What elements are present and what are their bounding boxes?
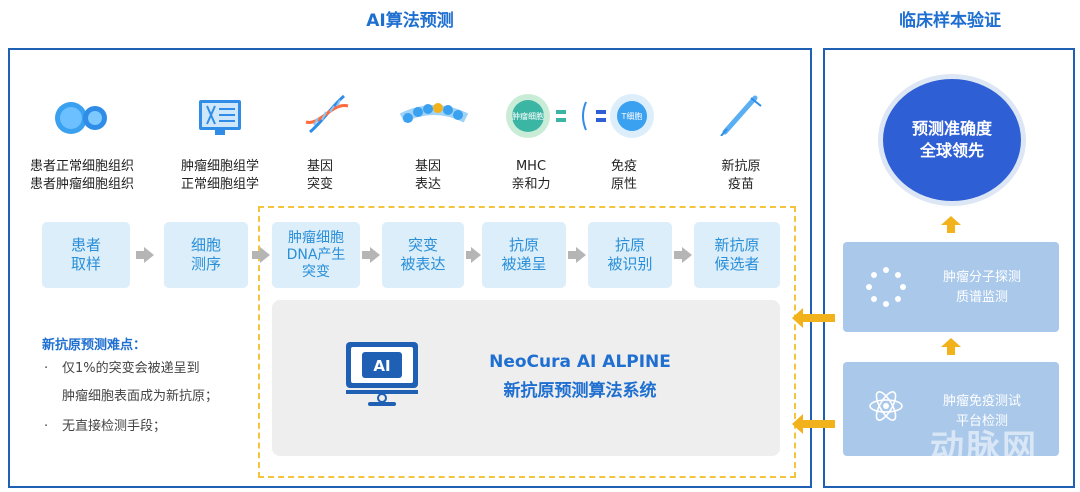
mass-spec-label: 肿瘤分子探测质谱监测 [942,270,1021,305]
flow-arrow-head [144,247,154,263]
flow-arrow-head [370,247,380,263]
watermark: 动脉网 [930,428,1038,468]
step-mutation-expressed: 突变被表达 [382,222,464,288]
label-gene-expression: 基因表达 [414,159,441,192]
flow-arrow-head [471,247,481,263]
ai-prediction-panel [8,48,812,488]
flow-arrow [362,251,370,259]
flow-arrow [568,251,576,259]
up-arrow-stem [947,347,955,355]
gene-expression-icon [399,103,469,123]
accuracy-circle: 预测准确度全球领先 [878,74,1026,206]
up-arrow [941,216,961,225]
step-patient-sampling: 患者取样 [42,222,130,288]
difficulty-bullet: · [44,419,49,434]
flow-arrow [674,251,682,259]
difficulty-item-1b: 肿瘤细胞表面成为新抗原； [62,389,219,404]
flow-arrow [252,251,260,259]
feedback-arrow [803,420,835,428]
algorithm-scope-region [258,206,796,478]
feedback-arrow-head [792,308,803,328]
immune-test-box [843,362,1059,456]
system-name: NeoCura AI ALPINE [489,352,671,372]
svg-text:AI: AI [373,357,390,375]
flow-arrow [466,251,471,259]
label-gene-mutation: 基因突变 [306,159,333,192]
step-cell-sequencing: 细胞测序 [164,222,248,288]
dna-icon [305,94,349,134]
flow-arrow-head [576,247,586,263]
syringe-icon [720,95,762,136]
step-antigen-presented: 抗原被递呈 [482,222,566,288]
up-arrow [941,338,961,347]
label-patient-tissue: 患者正常细胞组织患者肿瘤细胞组织 [29,159,134,192]
step-antigen-recognized: 抗原被识别 [588,222,672,288]
label-immunogenicity: 免疫原性 [610,159,637,192]
difficulties-title: 新抗原预测难点： [42,338,147,353]
flow-arrow-head [682,247,692,263]
feedback-arrow-head [792,414,803,434]
feedback-arrow [803,314,835,322]
mass-spec-box [843,242,1059,332]
flow-arrow [136,251,144,259]
svg-text:肿瘤细胞: 肿瘤细胞 [512,111,544,121]
right-section-title: 临床样本验证 [899,11,1001,31]
label-cell-omics: 肿瘤细胞组学正常细胞组学 [180,159,259,192]
svg-text:T细胞: T细胞 [621,111,643,121]
ai-monitor-icon: AI [346,342,418,406]
difficulty-bullet: · [44,361,49,376]
mhc-affinity-icon: 肿瘤细胞 T细胞 [506,94,654,138]
clinical-validation-panel [823,48,1075,488]
up-arrow-stem [947,225,955,233]
difficulty-item-2: 无直接检测手段； [62,419,167,434]
tissue-cells-icon [55,102,107,134]
left-section-title: AI算法预测 [366,11,454,31]
omics-monitor-icon [199,100,241,135]
step-neoantigen-candidates: 新抗原候选者 [694,222,780,288]
label-neoantigen-vaccine: 新抗原疫苗 [721,159,761,192]
ring-dots-icon [866,267,906,307]
difficulty-item-1a: 仅1%的突变会被递呈到 [62,361,200,376]
flow-arrow-head [260,247,270,263]
immune-test-label: 肿瘤免疫测试平台检测 [942,394,1021,429]
atom-icon [869,391,903,421]
system-description: 新抗原预测算法系统 [503,381,657,401]
